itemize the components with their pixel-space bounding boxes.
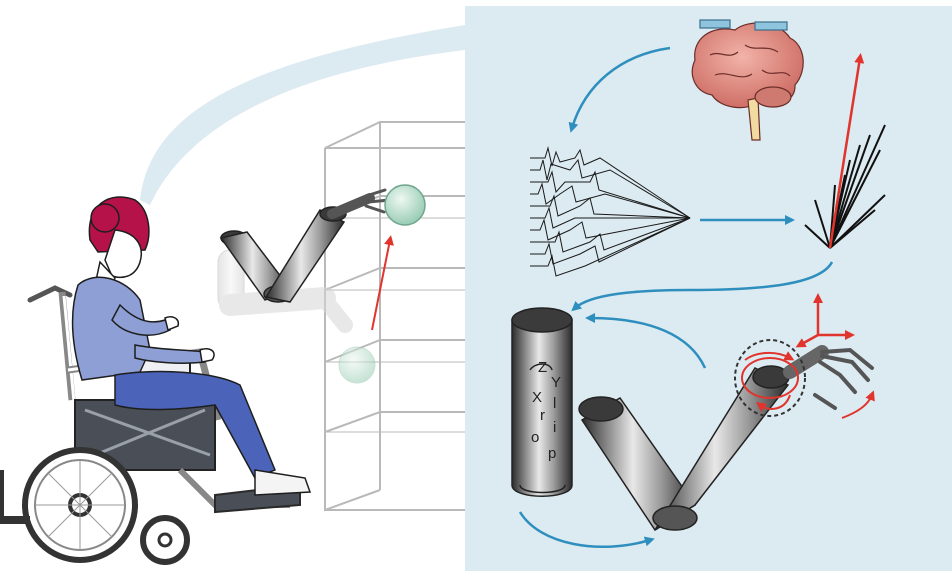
motion-arrow-red xyxy=(371,235,394,331)
flow-arrow-brain-to-signals xyxy=(568,46,671,133)
flow-arrow-joint-to-arm xyxy=(518,511,655,549)
axis-label-i: i xyxy=(553,419,556,436)
axis-label-y: Y xyxy=(551,374,561,391)
robot-arm-main xyxy=(219,188,392,303)
person xyxy=(71,196,312,496)
axis-label-r: r xyxy=(540,407,545,424)
brain-with-implants xyxy=(691,19,804,141)
axis-label-z: Z xyxy=(538,359,547,376)
axis-label-l: l xyxy=(553,395,556,412)
flow-arrow-to-joint-model xyxy=(585,313,707,369)
target-ball xyxy=(384,184,426,226)
axis-label-p: p xyxy=(548,445,556,462)
connection-beam xyxy=(140,25,465,205)
axis-label-o: o xyxy=(531,429,539,446)
flow-arrow-vectors-to-control xyxy=(571,261,834,312)
joint-space-cylinder xyxy=(511,307,573,497)
wrist-rotation-indicators xyxy=(734,339,875,419)
robot-arm-detail xyxy=(578,345,874,532)
end-effector-frame xyxy=(795,293,855,348)
axis-label-x: X xyxy=(532,389,542,406)
neural-signals xyxy=(530,146,691,277)
population-vector-sum-red xyxy=(828,53,865,249)
